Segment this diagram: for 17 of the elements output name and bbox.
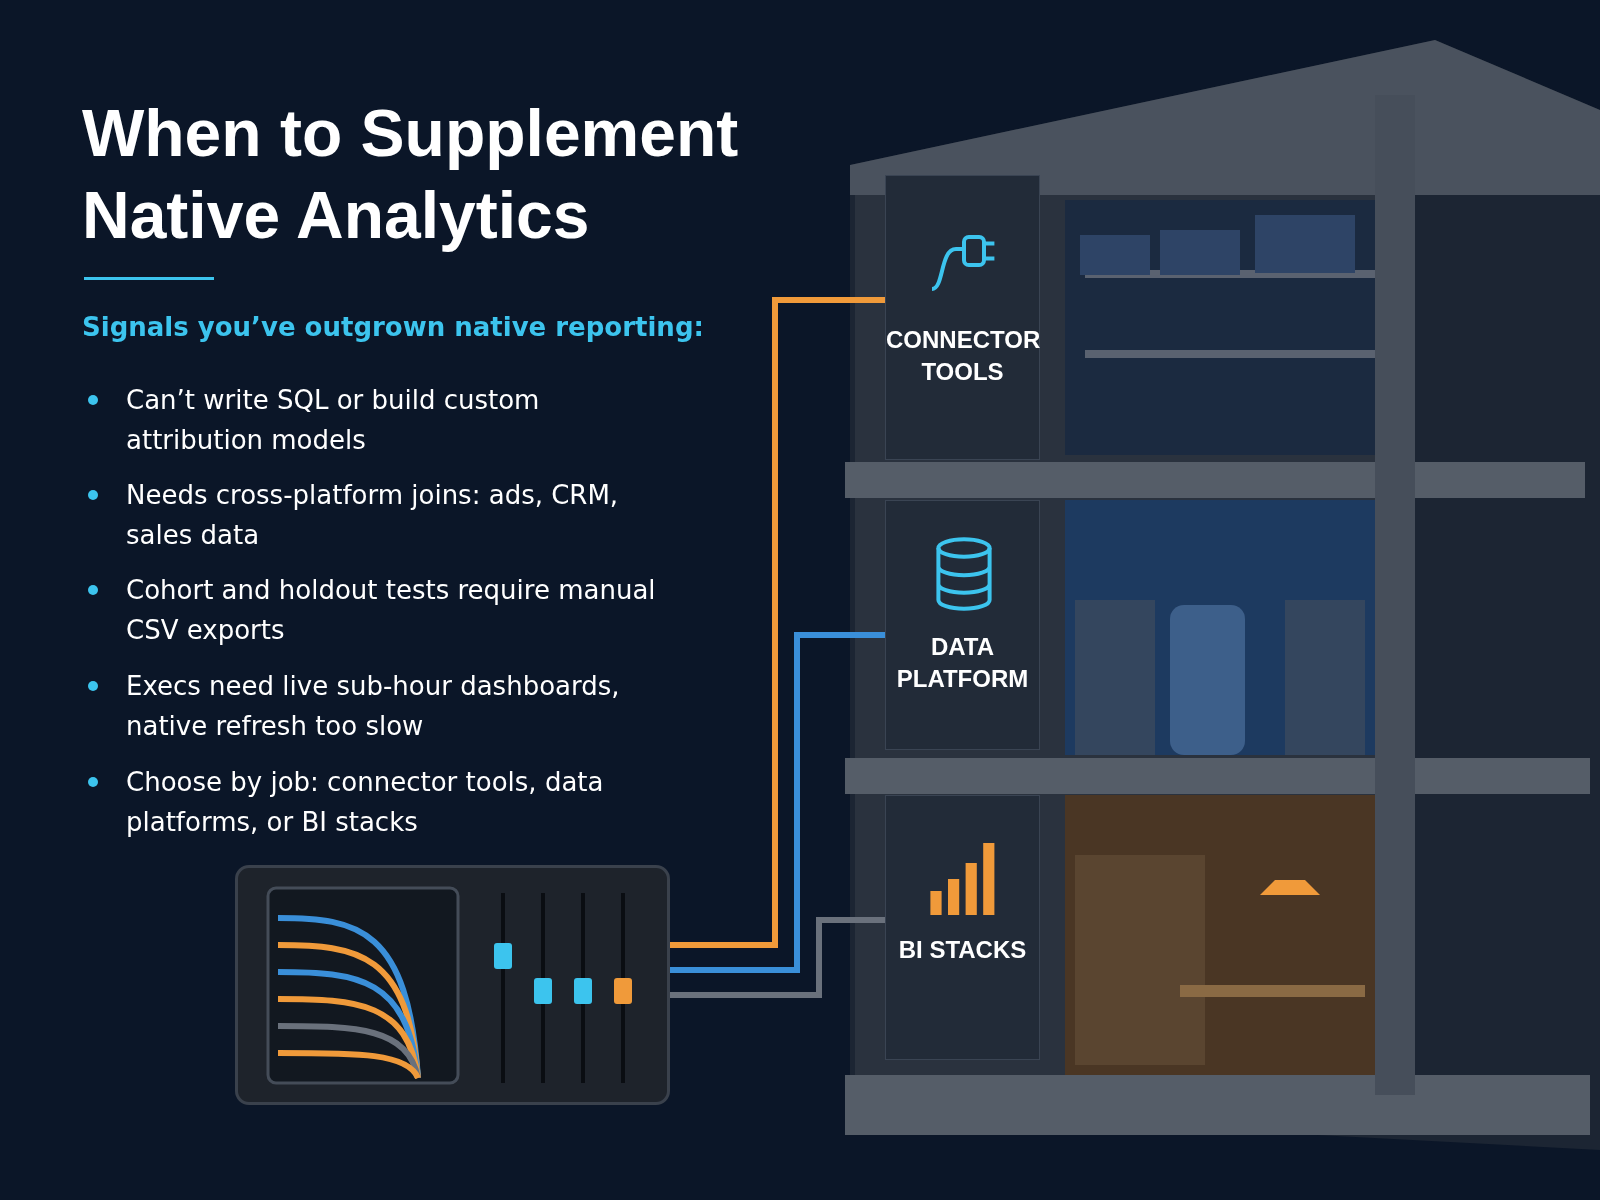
floor-label: BI STACKS	[897, 934, 1028, 965]
bullet-text: Can’t write SQL or build custom attribution models	[126, 384, 541, 457]
floor-sign-panel	[885, 795, 1040, 1060]
cable	[670, 632, 885, 973]
bullet-text: Execs need live sub-hour dashboards, native refresh too slow	[126, 670, 621, 743]
title: When to Supplement Native Analytics	[82, 95, 740, 254]
cable	[670, 917, 885, 998]
floor-sign-panel	[885, 175, 1040, 460]
floor-label: CONNECTOR TOOLS	[886, 324, 1039, 387]
floor-label: DATA PLATFORM	[895, 632, 1030, 694]
bullet-text: Choose by job: connector tools, data platforms, or BI stacks	[126, 766, 605, 839]
subheading: Signals you’ve outgrown native reporting:	[82, 312, 704, 342]
floor-sign-panel	[885, 500, 1040, 750]
bullet-text: Needs cross-platform joins: ads, CRM, sales data	[126, 479, 620, 552]
control-panel-drawing	[235, 865, 670, 1105]
cable	[670, 297, 885, 948]
bullet-text: Cohort and holdout tests require manual CSV exports	[126, 574, 657, 647]
